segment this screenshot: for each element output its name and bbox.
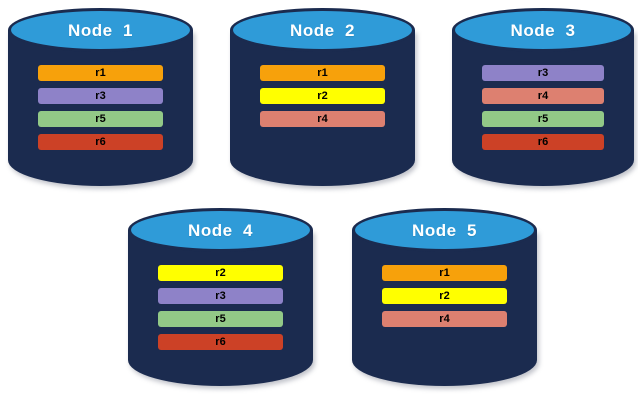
database-node-2[interactable]: Node 2 r1 r2 r4 [230, 8, 415, 186]
replica-list: r3 r4 r5 r6 [482, 65, 604, 150]
node-label: Node 2 [290, 21, 355, 40]
database-node-5[interactable]: Node 5 r1 r2 r4 [352, 208, 537, 386]
node-cylinder-top: Node 2 [230, 8, 415, 52]
replica-bar-r2[interactable]: r2 [158, 265, 283, 281]
replica-label: r3 [95, 89, 106, 102]
replica-bar-r1[interactable]: r1 [38, 65, 163, 81]
replica-bar-r2[interactable]: r2 [260, 88, 385, 104]
replica-bar-r3[interactable]: r3 [158, 288, 283, 304]
replica-label: r2 [317, 89, 328, 102]
node-label: Node 3 [510, 21, 576, 40]
replica-bar-r3[interactable]: r3 [38, 88, 163, 104]
replica-bar-r5[interactable]: r5 [482, 111, 604, 127]
replica-bar-r3[interactable]: r3 [482, 65, 604, 81]
node-cylinder-top: Node 1 [8, 8, 193, 52]
replica-label: r1 [439, 266, 450, 279]
database-node-4[interactable]: Node 4 r2 r3 r5 r6 [128, 208, 313, 386]
replica-list: r1 r3 r5 r6 [38, 65, 163, 150]
replica-bar-r6[interactable]: r6 [158, 334, 283, 350]
replica-label: r6 [95, 135, 106, 148]
replica-list: r1 r2 r4 [382, 265, 507, 327]
database-node-1[interactable]: Node 1 r1 r3 r5 r6 [8, 8, 193, 186]
node-cylinder-top: Node 3 [452, 8, 634, 52]
replica-label: r3 [537, 66, 549, 79]
replica-label: r5 [537, 112, 549, 125]
replica-bar-r4[interactable]: r4 [482, 88, 604, 104]
replica-label: r4 [537, 89, 549, 102]
replica-label: r2 [439, 289, 450, 302]
replica-bar-r5[interactable]: r5 [38, 111, 163, 127]
node-cylinder-body [352, 230, 537, 386]
node-label: Node 4 [188, 221, 253, 240]
node-cylinder-body [452, 30, 634, 186]
replica-label: r2 [215, 266, 226, 279]
replica-bar-r1[interactable]: r1 [382, 265, 507, 281]
node-cylinder-body [128, 230, 313, 386]
node-cylinder-top: Node 5 [352, 208, 537, 252]
replica-label: r6 [215, 335, 226, 348]
replica-label: r6 [537, 135, 549, 148]
node-cylinder-body [230, 30, 415, 186]
replica-label: r4 [317, 112, 328, 125]
node-cylinder-top: Node 4 [128, 208, 313, 252]
replica-bar-r2[interactable]: r2 [382, 288, 507, 304]
replica-bar-r6[interactable]: r6 [482, 134, 604, 150]
replica-label: r5 [215, 312, 226, 325]
replica-bar-r6[interactable]: r6 [38, 134, 163, 150]
replica-bar-r1[interactable]: r1 [260, 65, 385, 81]
replica-label: r3 [215, 289, 226, 302]
node-label: Node 1 [68, 21, 133, 40]
replica-bar-r5[interactable]: r5 [158, 311, 283, 327]
replica-bar-r4[interactable]: r4 [260, 111, 385, 127]
replica-label: r4 [439, 312, 450, 325]
replica-bar-r4[interactable]: r4 [382, 311, 507, 327]
node-label: Node 5 [412, 221, 477, 240]
replica-list: r2 r3 r5 r6 [158, 265, 283, 350]
replica-label: r5 [95, 112, 106, 125]
database-node-3[interactable]: Node 3 r3 r4 r5 r6 [452, 8, 634, 186]
replica-list: r1 r2 r4 [260, 65, 385, 127]
replica-label: r1 [95, 66, 106, 79]
replica-label: r1 [317, 66, 328, 79]
node-cylinder-body [8, 30, 193, 186]
